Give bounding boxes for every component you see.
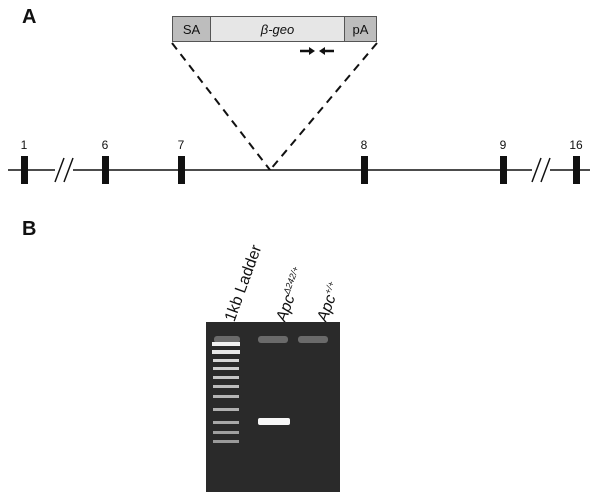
- primer-arrow-forward: [300, 47, 315, 55]
- exon-16: [573, 156, 580, 184]
- panel-b-label: B: [22, 218, 37, 240]
- exon-number: 6: [101, 138, 109, 152]
- break-mark-left: [54, 157, 74, 183]
- ladder-band: [213, 395, 239, 398]
- primer-arrow-reverse: [319, 47, 334, 55]
- ladder-band: [213, 431, 239, 434]
- exon-1: [21, 156, 28, 184]
- exon-number: 8: [360, 138, 368, 152]
- exon-number: 9: [499, 138, 507, 152]
- mutant-pcr-band: [258, 418, 290, 425]
- insertion-line-left: [171, 42, 271, 171]
- exon-8: [361, 156, 368, 184]
- break-mark-right: [531, 157, 551, 183]
- gel-bands: [212, 336, 328, 443]
- ladder-band: [212, 350, 240, 354]
- exon-number: 1: [20, 138, 28, 152]
- exon-6: [102, 156, 109, 184]
- exon-9: [500, 156, 507, 184]
- ladder-band: [212, 342, 240, 346]
- well: [298, 336, 328, 343]
- ladder-band: [213, 367, 239, 370]
- well: [258, 336, 288, 343]
- exon-7: [178, 156, 185, 184]
- ladder-band: [213, 359, 239, 362]
- beta-geo-segment: β-geo: [211, 17, 344, 41]
- agarose-gel: [206, 322, 340, 492]
- exon-number: 7: [177, 138, 185, 152]
- ladder-band: [213, 421, 239, 424]
- ladder-band: [213, 408, 239, 411]
- well: [214, 336, 240, 343]
- gene-trap-cassette: SA β-geo pA: [172, 16, 377, 42]
- polya-segment: pA: [344, 17, 376, 41]
- panel-a-label: A: [22, 6, 37, 28]
- ladder-band: [213, 385, 239, 388]
- ladder-band: [213, 376, 239, 379]
- exon-number: 16: [569, 138, 583, 152]
- ladder-band: [213, 440, 239, 443]
- splice-acceptor-segment: SA: [173, 17, 211, 41]
